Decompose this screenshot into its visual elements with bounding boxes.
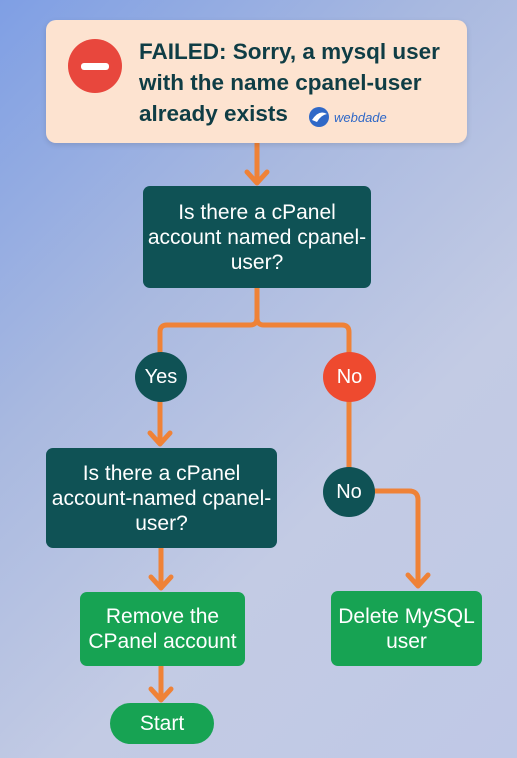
connector-q1-split [157,285,260,355]
decision-box-cpanel-account: Is there a cPanel account named cpanel-u… [143,186,371,288]
logo-text: webdade [334,109,387,125]
connector-q1-no [254,315,352,355]
no-entry-icon [68,39,122,93]
connector-no-delete [371,488,421,588]
arrowhead-start [148,686,174,703]
webdade-logo-icon [309,107,329,127]
start-terminal: Start [110,703,214,744]
error-message: FAILED: Sorry, a mysql user with the nam… [139,39,440,126]
no-label-top: No [323,352,376,402]
arrowhead-q2 [147,430,173,447]
arrowhead-q1 [244,169,270,186]
action-delete-mysql-user: Delete MySQL user [331,591,482,666]
webdade-logo: webdade [307,104,387,130]
no-label-mid: No [323,467,375,517]
arrowhead-remove [148,574,174,591]
arrowhead-delete [405,572,431,589]
action-remove-cpanel-account: Remove the CPanel account [80,592,245,666]
decision-box-cpanel-account-2: Is there a cPanel account-named cpanel-u… [46,448,277,548]
yes-label: Yes [135,352,187,402]
